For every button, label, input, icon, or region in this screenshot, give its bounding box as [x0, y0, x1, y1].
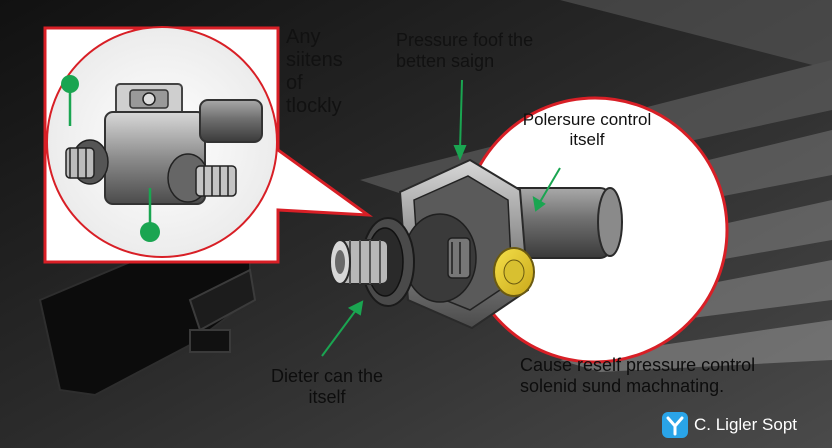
- cause-note-line: solenid sund machnating.: [520, 375, 725, 396]
- leader-circle: [532, 167, 561, 212]
- top-callout-line: betten saign: [396, 50, 495, 71]
- leader-bottom: [321, 300, 364, 357]
- green-pin-marker-bottom: [140, 188, 160, 242]
- inset-note-line: tlockly: [286, 95, 342, 117]
- main-solenoid-drawing: [329, 158, 623, 330]
- bottom-callout: Dieter can the itself: [262, 366, 392, 407]
- cause-note: Cause reself pressure control solenid su…: [520, 355, 820, 396]
- bottom-callout-line: Dieter can the: [270, 366, 384, 386]
- mount-bracket: [38, 218, 257, 397]
- green-pin-marker-top: [61, 75, 79, 126]
- inset-valve-drawing: [65, 83, 263, 205]
- inset-note-line: of: [286, 72, 303, 94]
- inset-note-line: siitens: [286, 49, 343, 71]
- inset-note-line: Any: [286, 26, 321, 48]
- y-logo-icon: [662, 412, 688, 438]
- cause-note-line: Cause reself pressure control: [520, 355, 756, 375]
- circle-callout-line: Polersure control: [522, 110, 652, 129]
- circle-callout-line: itself: [569, 129, 605, 149]
- circle-callout: Polersure control itself: [502, 110, 672, 149]
- top-callout: Pressure foof the betten saign: [396, 30, 596, 71]
- leader-top: [453, 79, 467, 161]
- inset-note: Any siitens of tlockly: [286, 26, 396, 118]
- top-callout-line: Pressure foof the: [396, 30, 534, 50]
- bottom-callout-line: itself: [308, 386, 346, 407]
- brand: C. Ligler Sopt: [662, 412, 797, 438]
- output-fitting: [329, 239, 389, 285]
- brand-name: C. Ligler Sopt: [694, 415, 797, 434]
